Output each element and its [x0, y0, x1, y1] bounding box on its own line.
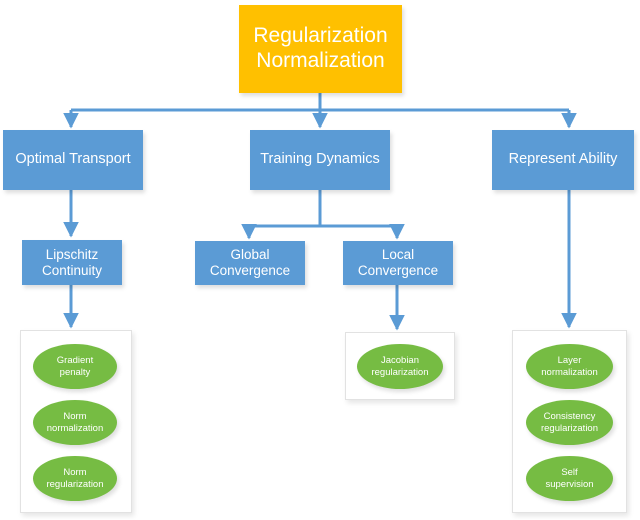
node-training-dynamics-label: Training Dynamics [260, 151, 380, 168]
node-optimal-transport[interactable]: Optimal Transport [3, 130, 143, 190]
leaf-norm-normalization-label: Norm normalization [46, 410, 104, 434]
leaf-jacobian-regularization-label: Jacobian regularization [371, 354, 429, 378]
leaf-norm-regularization-label: Norm regularization [46, 466, 104, 490]
leaf-consistency-regularization[interactable]: Consistency regularization [526, 400, 613, 445]
leaf-norm-normalization[interactable]: Norm normalization [33, 400, 117, 445]
leaf-gradient-penalty[interactable]: Gradient penalty [33, 344, 117, 389]
node-represent-ability[interactable]: Represent Ability [492, 130, 634, 190]
leaf-gradient-penalty-label: Gradient penalty [56, 354, 94, 378]
node-local-convergence[interactable]: Local Convergence [343, 241, 453, 285]
connector-training-dynamics-to-convergence [241, 190, 405, 240]
leaf-norm-regularization[interactable]: Norm regularization [33, 456, 117, 501]
leaf-consistency-regularization-label: Consistency regularization [540, 410, 599, 434]
leaf-layer-normalization[interactable]: Layer normalization [526, 344, 613, 389]
node-lipschitz-continuity[interactable]: Lipschitz Continuity [22, 240, 122, 285]
leaf-jacobian-regularization[interactable]: Jacobian regularization [357, 344, 443, 389]
node-represent-ability-label: Represent Ability [508, 151, 618, 168]
node-optimal-transport-label: Optimal Transport [15, 151, 131, 168]
leaf-self-supervision-label: Self supervision [545, 466, 594, 490]
node-lipschitz-continuity-label: Lipschitz Continuity [41, 246, 103, 278]
root-node-label: Regularization Normalization [253, 24, 388, 72]
node-training-dynamics[interactable]: Training Dynamics [250, 130, 390, 190]
root-node-regularization-normalization[interactable]: Regularization Normalization [239, 5, 402, 93]
connector-root-to-level1 [63, 93, 577, 129]
node-global-convergence[interactable]: Global Convergence [195, 241, 305, 285]
leaf-layer-normalization-label: Layer normalization [541, 354, 598, 378]
node-local-convergence-label: Local Convergence [357, 247, 439, 278]
node-global-convergence-label: Global Convergence [209, 247, 291, 278]
leaf-self-supervision[interactable]: Self supervision [526, 456, 613, 501]
